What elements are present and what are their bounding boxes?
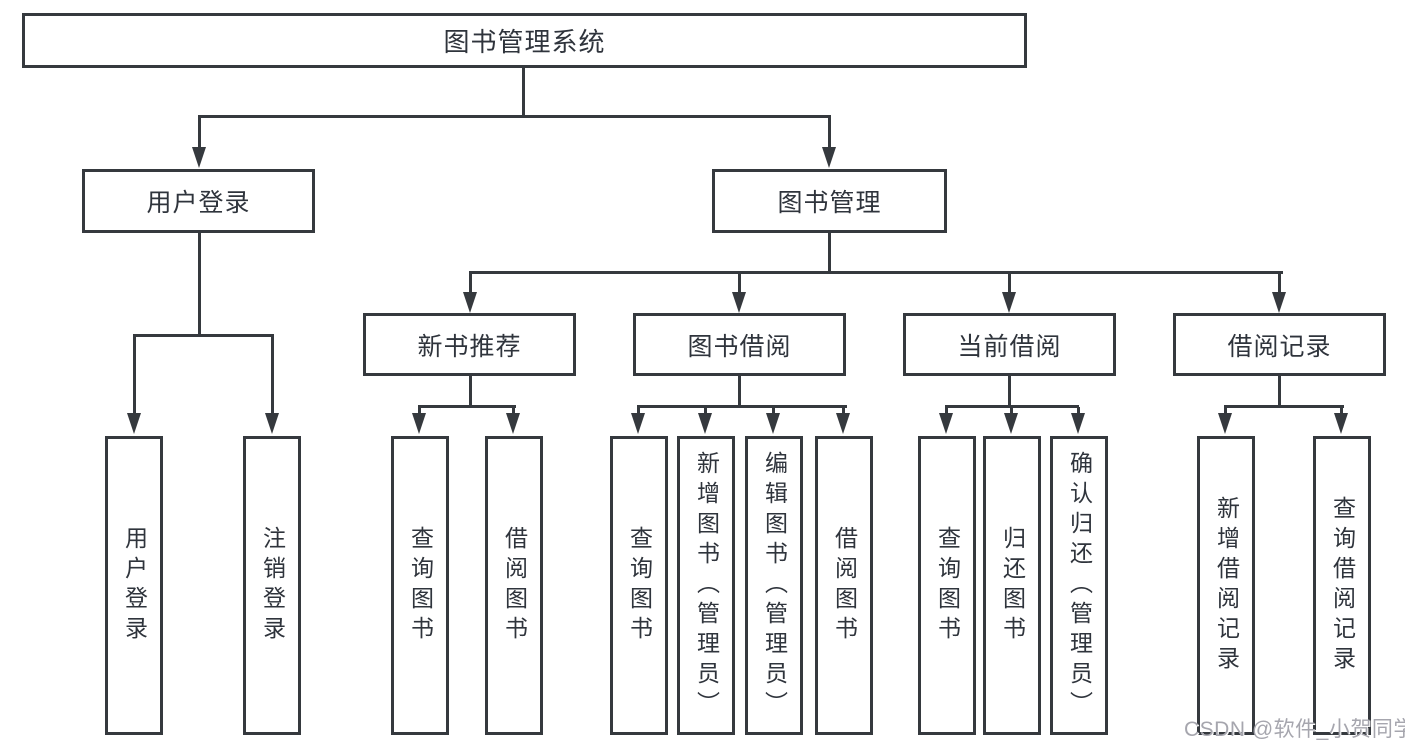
connector-line <box>842 407 845 415</box>
arrow-down-icon <box>939 413 953 434</box>
arrow-down-icon <box>127 413 141 434</box>
arrow-down-icon <box>192 147 206 168</box>
connector-line <box>271 336 274 414</box>
arrow-down-icon <box>1071 413 1085 434</box>
leaf-add-books-admin: 新增图书（管理员） <box>677 436 735 735</box>
connector-line <box>1010 407 1013 415</box>
connector-line <box>945 405 1079 408</box>
connector-line <box>418 407 421 415</box>
connector-line <box>133 336 136 414</box>
leaf-borrow-books-recommend: 借阅图书 <box>485 436 543 735</box>
connector-line <box>522 68 525 118</box>
arrow-down-icon <box>506 413 520 434</box>
arrow-down-icon <box>631 413 645 434</box>
connector-line <box>1008 273 1011 293</box>
connector-line <box>418 405 516 408</box>
arrow-down-icon <box>836 413 850 434</box>
arrow-down-icon <box>1004 413 1018 434</box>
connector-line <box>469 273 472 293</box>
node-book-management: 图书管理 <box>712 169 947 233</box>
arrow-down-icon <box>698 413 712 434</box>
leaf-query-books-recommend: 查询图书 <box>391 436 449 735</box>
connector-line <box>1340 407 1343 415</box>
connector-line <box>828 233 831 274</box>
arrow-down-icon <box>412 413 426 434</box>
connector-line <box>704 407 707 415</box>
leaf-edit-books-admin: 编辑图书（管理员） <box>745 436 803 735</box>
leaf-logout: 注销登录 <box>243 436 301 735</box>
connector-line <box>133 334 274 337</box>
node-library-management-system: 图书管理系统 <box>22 13 1027 68</box>
watermark: CSDN @软件_小贺同学 <box>1184 718 1405 741</box>
connector-line <box>198 115 831 118</box>
leaf-user-login: 用户登录 <box>105 436 163 735</box>
connector-line <box>1278 376 1281 407</box>
node-borrowing-records: 借阅记录 <box>1173 313 1386 376</box>
arrow-down-icon <box>1218 413 1232 434</box>
arrow-down-icon <box>1002 292 1016 313</box>
arrow-down-icon <box>732 292 746 313</box>
leaf-return-books: 归还图书 <box>983 436 1041 735</box>
connector-line <box>637 405 847 408</box>
node-user-login: 用户登录 <box>82 169 315 233</box>
connector-line <box>198 117 201 148</box>
connector-line <box>512 407 515 415</box>
connector-line <box>1077 407 1080 415</box>
connector-line <box>1224 407 1227 415</box>
leaf-query-borrow-record: 查询借阅记录 <box>1313 436 1371 735</box>
connector-line <box>828 117 831 148</box>
arrow-down-icon <box>463 292 477 313</box>
connector-line <box>945 407 948 415</box>
arrow-down-icon <box>1334 413 1348 434</box>
connector-line <box>469 271 1283 274</box>
node-current-borrowing: 当前借阅 <box>903 313 1116 376</box>
leaf-query-books-current: 查询图书 <box>918 436 976 735</box>
leaf-add-borrow-record: 新增借阅记录 <box>1197 436 1255 735</box>
arrow-down-icon <box>1272 292 1286 313</box>
arrow-down-icon <box>265 413 279 434</box>
connector-line <box>1008 376 1011 407</box>
leaf-borrow-books-borrowing: 借阅图书 <box>815 436 873 735</box>
connector-line <box>469 376 472 407</box>
connector-line <box>738 273 741 293</box>
connector-line <box>738 376 741 407</box>
arrow-down-icon <box>822 147 836 168</box>
leaf-query-books-borrowing: 查询图书 <box>610 436 668 735</box>
connector-line <box>1278 273 1281 293</box>
node-book-borrowing: 图书借阅 <box>633 313 846 376</box>
node-new-book-recommend: 新书推荐 <box>363 313 576 376</box>
arrow-down-icon <box>766 413 780 434</box>
connector-line <box>637 407 640 415</box>
connector-line <box>1224 405 1344 408</box>
connector-line <box>772 407 775 415</box>
leaf-confirm-return-admin: 确认归还（管理员） <box>1050 436 1108 735</box>
connector-line <box>198 233 201 337</box>
